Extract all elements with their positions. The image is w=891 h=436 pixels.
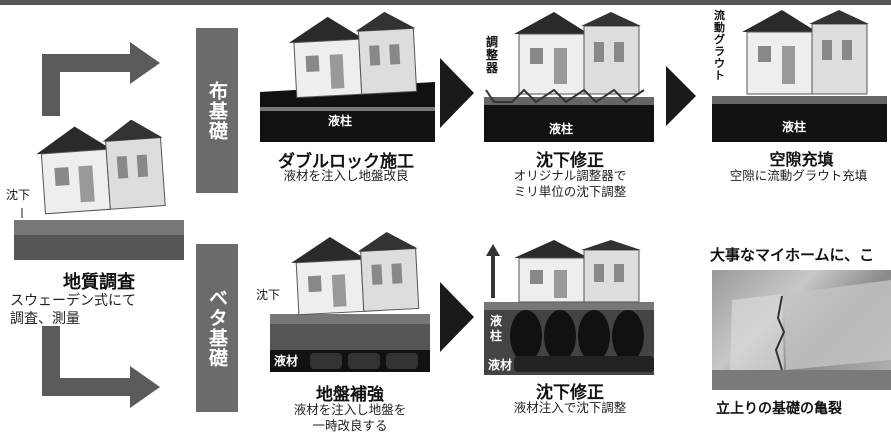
sink-label: 沈下 xyxy=(6,188,31,202)
nuno-step1-title: ダブルロック施工 xyxy=(278,152,414,172)
beta-step1-title: 地盤補強 xyxy=(316,385,384,405)
beta-step1-sink: 沈下 xyxy=(256,288,281,302)
beta-foundation-label: ベタ基礎 xyxy=(196,244,238,412)
nuno-step2-tag: 液柱 xyxy=(549,122,574,136)
beta-step1-illustration xyxy=(270,232,430,372)
survey-title: 地質調査 xyxy=(63,272,135,293)
nuno-foundation-label: 布基礎 xyxy=(196,28,238,193)
beta-step2-tag-col: 液柱 xyxy=(490,314,503,343)
beta-step1-tag: 液材 xyxy=(274,354,299,368)
beta-step2-title: 沈下修正 xyxy=(536,383,604,403)
nuno-step1-desc: 液材を注入し地盤改良 xyxy=(283,168,409,183)
arrow-right-icon xyxy=(666,66,696,126)
nuno-step1-tag: 液柱 xyxy=(328,114,353,128)
survey-desc-2: 調査、測量 xyxy=(10,311,80,327)
lift-arrow-icon xyxy=(486,244,500,298)
nuno-step3-title: 空隙充填 xyxy=(769,150,834,169)
arrow-right-icon xyxy=(440,282,474,352)
survey-house-illustration xyxy=(14,120,184,260)
beta-step2-tag-mat: 液材 xyxy=(488,358,513,372)
beta-step2-desc: 液材注入で沈下調整 xyxy=(513,400,627,415)
nuno-step2-desc-2: ミリ単位の沈下調整 xyxy=(513,184,627,199)
arrow-right-icon xyxy=(440,58,474,128)
nuno-step2-side: 調整器 xyxy=(486,35,499,75)
nuno-step2-illustration xyxy=(484,12,654,142)
beta-step2-illustration xyxy=(484,240,654,375)
beta-step1-desc-2: 一時改良する xyxy=(312,418,388,433)
photo-headline: 大事なマイホームに、こ xyxy=(710,246,875,264)
nuno-step3-side: 流動グラウト xyxy=(714,9,725,82)
nuno-step3-illustration xyxy=(712,8,887,142)
photo-caption: 立上りの基礎の亀裂 xyxy=(716,401,842,417)
foundation-crack-photo xyxy=(712,270,891,390)
nuno-step3-desc: 空隙に流動グラウト充填 xyxy=(729,168,868,183)
arrow-up-right-icon xyxy=(42,42,160,116)
nuno-step2-title: 沈下修正 xyxy=(536,151,604,171)
top-divider xyxy=(0,0,891,5)
arrow-down-right-icon xyxy=(42,326,160,408)
beta-step1-desc-1: 液材を注入し地盤を xyxy=(293,402,407,417)
nuno-step1-illustration xyxy=(260,12,435,142)
nuno-step3-tag: 液柱 xyxy=(782,120,807,134)
survey-desc-1: スウェーデン式にて xyxy=(10,293,136,309)
nuno-step2-desc-1: オリジナル調整器で xyxy=(513,168,627,183)
